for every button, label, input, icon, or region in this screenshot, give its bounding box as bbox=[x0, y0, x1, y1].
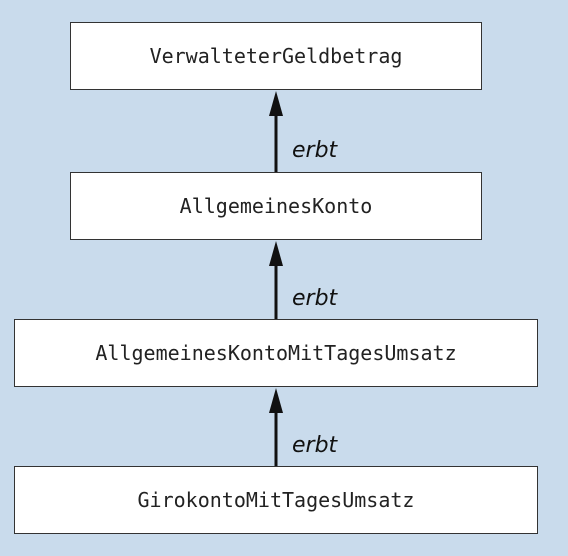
class-box-allgemeineskontomittagesumsatz: AllgemeinesKontoMitTagesUmsatz bbox=[14, 319, 538, 387]
inheritance-arrow bbox=[269, 388, 283, 466]
arrow-head bbox=[269, 91, 283, 116]
edge-label-erbt: erbt bbox=[292, 138, 338, 163]
class-name: AllgemeinesKonto bbox=[179, 194, 373, 218]
inheritance-arrow bbox=[269, 241, 283, 319]
arrow-head bbox=[269, 241, 283, 266]
edge-label-erbt: erbt bbox=[292, 286, 338, 311]
edge-label-erbt: erbt bbox=[292, 433, 338, 458]
class-box-girokontomittagesumsatz: GirokontoMitTagesUmsatz bbox=[14, 466, 538, 534]
class-name: AllgemeinesKontoMitTagesUmsatz bbox=[95, 341, 457, 365]
class-name: GirokontoMitTagesUmsatz bbox=[137, 488, 415, 512]
class-box-verwaltetergeldbetrag: VerwalteterGeldbetrag bbox=[70, 22, 482, 90]
arrow-head bbox=[269, 388, 283, 413]
class-name: VerwalteterGeldbetrag bbox=[149, 44, 403, 68]
inheritance-arrow bbox=[269, 91, 283, 172]
class-box-allgemeineskonto: AllgemeinesKonto bbox=[70, 172, 482, 240]
